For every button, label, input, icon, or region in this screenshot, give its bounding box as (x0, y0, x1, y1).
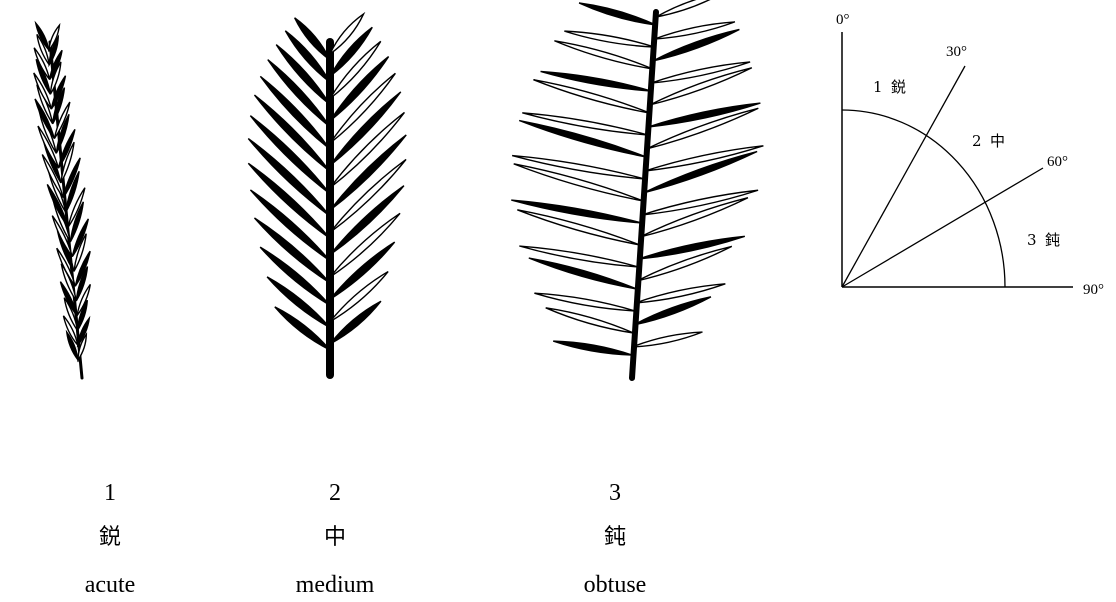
specimen-obtuse-branch (511, 0, 763, 378)
needle (579, 3, 656, 25)
line-30deg (842, 66, 965, 287)
needle (635, 284, 725, 303)
caption-japanese: 中 (255, 526, 415, 550)
caption-number: 2 (255, 481, 415, 505)
caption-english: acute (30, 573, 190, 597)
needle (330, 301, 381, 344)
caption-english: obtuse (535, 573, 695, 597)
angle-diagram: 0° 30° 60° 90° 1 鋭 2 中 3 鈍 (836, 12, 1104, 298)
branch-illustration-obtuse (511, 0, 763, 378)
needle (642, 190, 758, 215)
caption-japanese: 鈍 (535, 526, 695, 550)
zone-1-label: 鋭 (891, 78, 906, 96)
angle-label-60: 60° (1047, 154, 1068, 170)
zone-2-number: 2 (972, 132, 982, 150)
specimen-medium-branch (248, 14, 406, 375)
specimen-acute-branch (34, 23, 91, 378)
angle-label-30: 30° (946, 44, 967, 60)
needle (656, 0, 724, 17)
caption-japanese: 鋭 (30, 526, 190, 550)
needle (546, 308, 634, 333)
caption-english: medium (255, 573, 415, 597)
angle-label-90: 90° (1083, 282, 1104, 298)
zone-3-number: 3 (1027, 231, 1037, 249)
needle (533, 80, 649, 113)
zone-3-label: 鈍 (1045, 231, 1060, 249)
zone-1-number: 1 (873, 78, 883, 96)
branch-illustration-acute (34, 23, 91, 378)
needle (275, 307, 330, 350)
needle (267, 277, 330, 328)
line-60deg (842, 168, 1043, 287)
caption-number: 3 (535, 481, 695, 505)
needle (632, 332, 702, 347)
needle (511, 200, 641, 223)
branch-illustration-medium (248, 14, 406, 375)
needle (653, 29, 740, 61)
needle (522, 113, 648, 135)
caption-number: 1 (30, 481, 190, 505)
zone-2-label: 中 (990, 132, 1005, 150)
needle (519, 246, 638, 267)
needle (553, 341, 632, 355)
angle-label-0: 0° (836, 12, 850, 28)
